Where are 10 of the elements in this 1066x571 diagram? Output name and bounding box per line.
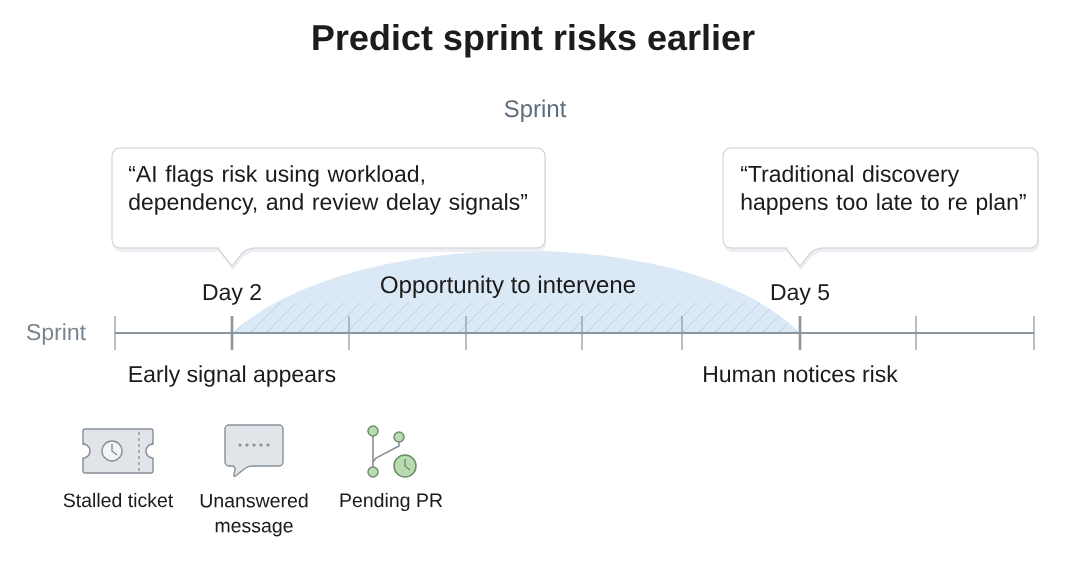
icon-label: Stalled ticket [63, 492, 174, 508]
timeline-label: Human notices risk [704, 365, 898, 383]
icon-label: Unanswered message [200, 493, 308, 537]
speech-bubble: “Traditional discovery happens too late to re plan” [722, 147, 1039, 270]
timeline-label: Early signal appears [129, 365, 336, 387]
title: Predict sprint risks earlier [313, 23, 755, 58]
icon-label: Pending PR [340, 492, 443, 512]
speech-bubble: “AI flags risk using workload, dependency, and review delay signals” [111, 147, 546, 270]
axis-label: Sprint [27, 323, 86, 345]
heading: Sprint [504, 99, 567, 122]
